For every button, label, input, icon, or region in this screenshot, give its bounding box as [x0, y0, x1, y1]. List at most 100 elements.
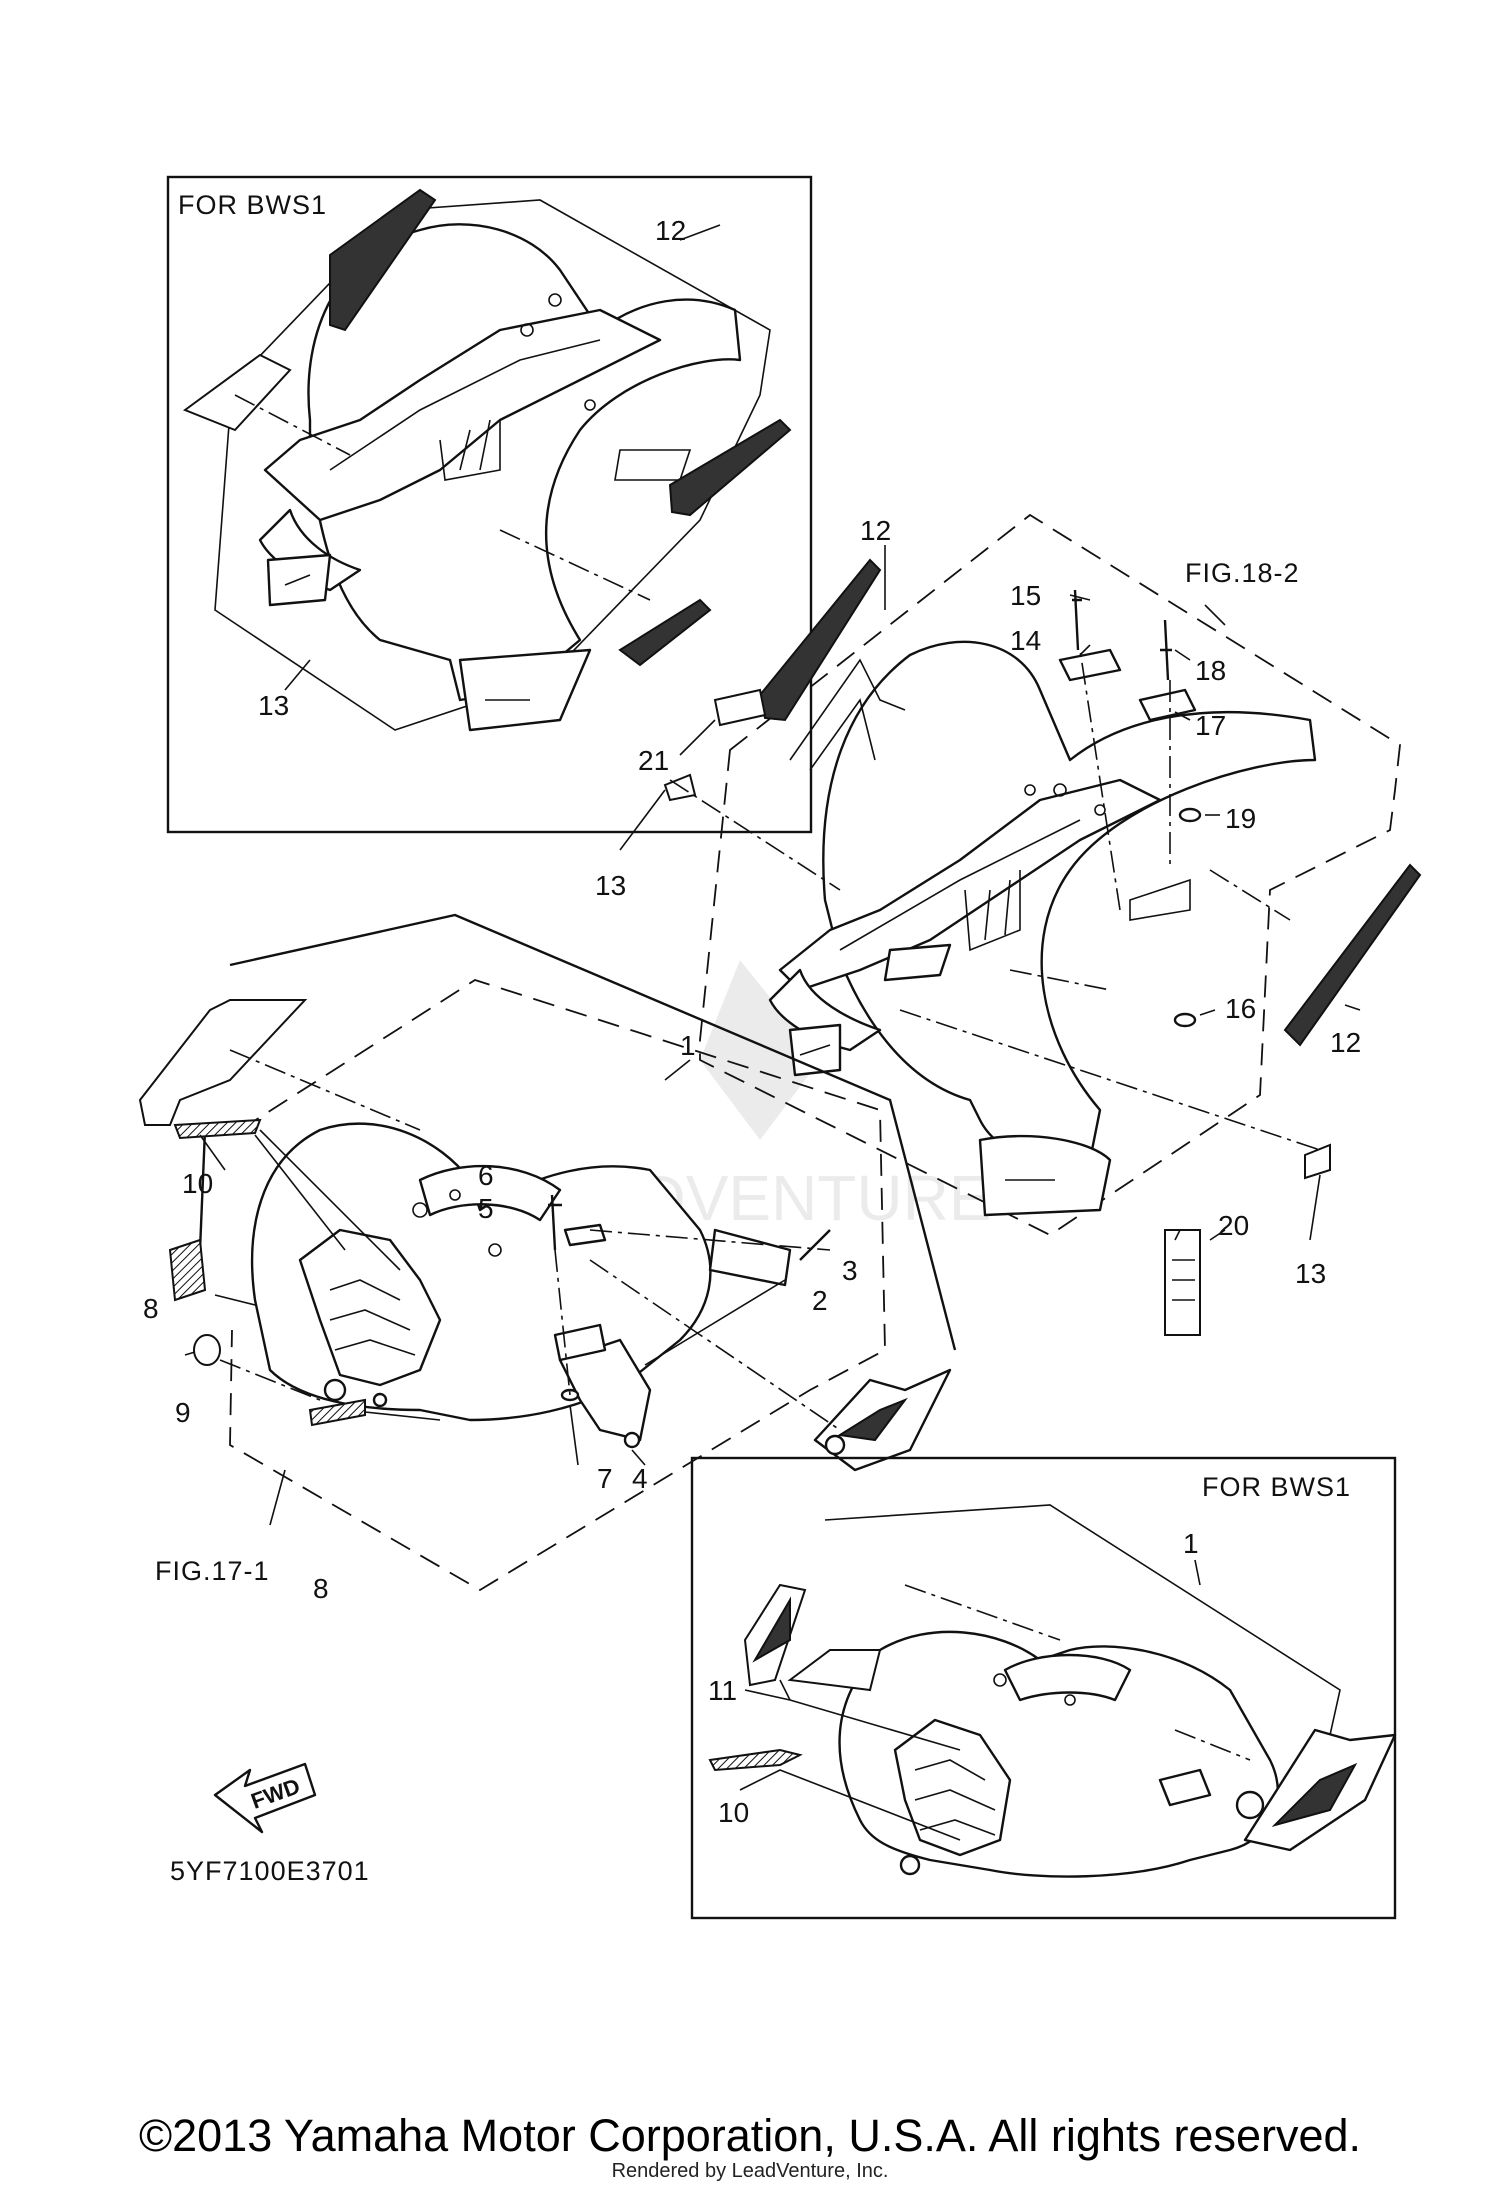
inset-bottom-dashdot-1 [904, 1584, 1061, 1641]
diagram-code: 5YF7100E3701 [170, 1856, 370, 1886]
rear-part-18-rivet [1160, 619, 1172, 681]
front-label-8-side: 8 [143, 1293, 159, 1324]
inset-top-decal-12-right [668, 418, 792, 517]
inset-bottom-frame [690, 1456, 1397, 1920]
rendered-by-notice: Rendered by LeadVenture, Inc. [611, 2160, 889, 2182]
rear-label-12-right: 12 [1330, 1027, 1361, 1058]
inset-top-title: FOR BWS1 [178, 190, 327, 220]
inset-bottom-emblem [1235, 1790, 1265, 1820]
rear-lead-15 [1069, 594, 1091, 601]
rear-lead-12a [789, 658, 906, 761]
inset-top-dashdot-2 [499, 529, 651, 601]
rear-decal-13-bottom [1304, 1143, 1331, 1180]
rear-lead-21 [679, 719, 716, 756]
rear-part-16 [1173, 1012, 1197, 1028]
rear-part-19 [1178, 807, 1202, 823]
inset-bottom-label-1: 1 [1183, 1528, 1199, 1559]
front-lead-10a [254, 1134, 346, 1251]
front-label-8-bottom: 8 [313, 1573, 329, 1604]
front-lead-1 [664, 1059, 691, 1081]
front-fender-outline-top [229, 913, 957, 1351]
front-part-4 [623, 1431, 641, 1449]
rear-fender-dash-boundary [699, 513, 1401, 1237]
rear-lead-16 [1199, 1009, 1216, 1016]
inset-bottom-label-10: 10 [718, 1797, 749, 1828]
front-fender-top-panel [418, 1164, 562, 1222]
rear-label-16: 16 [1225, 993, 1256, 1024]
front-decal-large [138, 999, 308, 1126]
rear-lead-14 [1079, 644, 1091, 656]
front-figure-ref: FIG.17-1 [155, 1556, 270, 1586]
rear-part-14 [1058, 648, 1122, 682]
front-label-6: 6 [478, 1160, 494, 1191]
front-dashdot-d [589, 1259, 841, 1431]
front-lead-8-bottom [364, 1411, 441, 1421]
inset-bottom-grille [893, 1718, 1012, 1857]
rear-lead-12-right [1344, 1004, 1361, 1011]
inset-top-decal-13 [182, 353, 292, 432]
rear-lead-13-bottom [1309, 1174, 1321, 1241]
front-fender-lower-plate [553, 1323, 607, 1362]
rear-fender-seat-well [778, 778, 1162, 992]
inset-top-lead-13 [284, 659, 311, 691]
inset-top-bws1: FOR BWS1 12 13 [166, 175, 813, 834]
inset-bottom-decal-11-b [787, 1649, 882, 1692]
front-lead-10-label [199, 1134, 226, 1171]
front-label-7: 7 [597, 1463, 613, 1494]
rear-lead-18 [1174, 649, 1191, 661]
rear-label-12-top: 12 [860, 515, 891, 546]
front-lead-fig17 [269, 1469, 286, 1526]
front-label-2: 2 [812, 1285, 828, 1316]
front-lead-8 [214, 1294, 256, 1306]
rear-lead-fig18 [1204, 604, 1226, 626]
inset-top-lead-12 [679, 224, 721, 241]
rear-figure-ref: FIG.18-2 [1185, 558, 1300, 588]
front-label-9: 9 [175, 1397, 191, 1428]
front-lead-9 [184, 1351, 196, 1356]
rear-lead-20 [1209, 1229, 1226, 1241]
inset-top-label-13: 13 [258, 690, 289, 721]
inset-bottom-title: FOR BWS1 [1202, 1472, 1351, 1502]
inset-top-label-12: 12 [655, 215, 686, 246]
rear-label-21: 21 [638, 745, 669, 776]
front-fender-grille [298, 1228, 442, 1387]
front-dashdot-rivet [554, 1249, 571, 1396]
rear-fender-assembly: 12 FIG.18-2 15 14 18 17 21 19 13 16 12 2… [595, 513, 1422, 1336]
inset-top-rear-fender [258, 223, 742, 732]
front-part-3-screw [799, 1229, 831, 1261]
rear-part-15-rivet [1072, 589, 1082, 651]
inset-bottom-label-11: 11 [708, 1675, 737, 1706]
rear-dashdot-13b [899, 1009, 1321, 1151]
rear-decal-12-right [1283, 863, 1422, 1047]
front-part-5-plate [563, 1223, 607, 1247]
front-part-6-rivet [548, 1194, 562, 1251]
front-dashdot-a [229, 1049, 421, 1131]
front-fender-assembly: 1 6 5 10 3 2 8 9 7 4 FIG.17-1 8 [138, 913, 957, 1604]
front-fender-outline-left [198, 1129, 207, 1251]
rear-fender-body [822, 640, 1317, 1165]
front-decal-8-bottom [308, 1398, 366, 1427]
front-lead-2 [644, 1279, 786, 1366]
rear-dashdot-16 [1009, 969, 1111, 991]
rear-decal-21 [713, 688, 767, 727]
front-label-10: 10 [182, 1168, 213, 1199]
front-lead-4 [631, 1449, 646, 1466]
inset-bottom-lead-10 [739, 1769, 961, 1841]
copyright-notice: ©2013 Yamaha Motor Corporation, U.S.A. A… [138, 2110, 1362, 2161]
inset-bottom-dashdot-2 [1174, 1729, 1251, 1761]
front-label-1: 1 [680, 1030, 696, 1061]
inset-bottom-lead-11 [744, 1679, 961, 1751]
rear-label-14: 14 [1010, 625, 1041, 656]
front-label-3: 3 [842, 1255, 858, 1286]
rear-label-13-bottom: 13 [1295, 1258, 1326, 1289]
inset-top-frame [166, 175, 813, 834]
inset-top-dashdot-1 [234, 394, 351, 456]
front-part-9-reflector [193, 1334, 221, 1366]
front-dashdot-b [589, 1229, 831, 1251]
front-dashdot-c [219, 1359, 321, 1401]
rear-part-20-label [1164, 1229, 1201, 1336]
front-decal-10 [173, 1118, 262, 1140]
rear-decal-12-top [758, 558, 882, 722]
front-part-2-plate [708, 1228, 792, 1287]
fwd-arrow-icon: FWD [213, 1762, 317, 1834]
